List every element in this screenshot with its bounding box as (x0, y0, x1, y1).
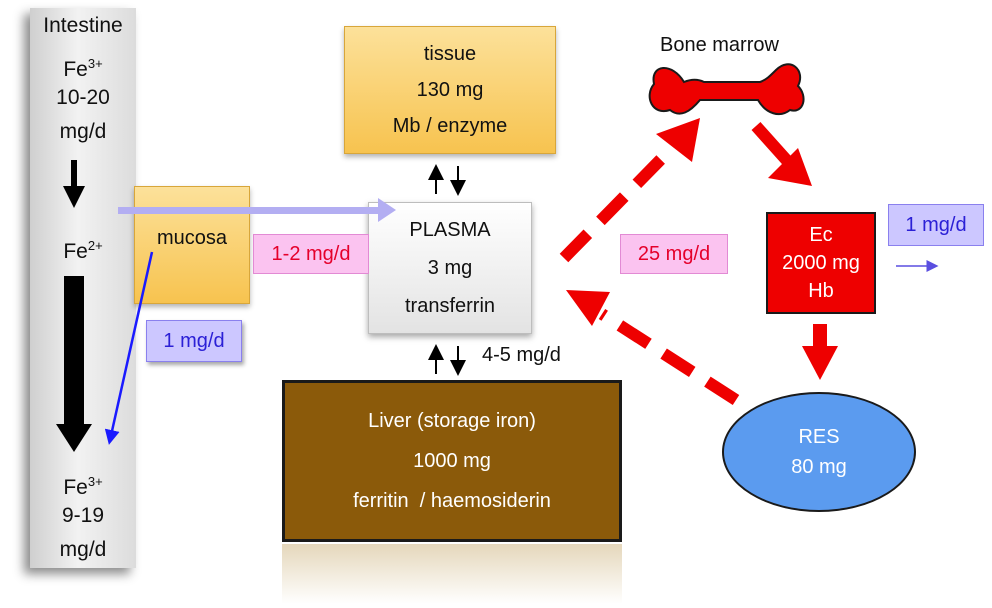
marrow-to-ec-arrow (751, 121, 812, 186)
plasma-amount: 3 mg (427, 257, 473, 279)
intestine-top-iron: Fe3+ (63, 56, 103, 81)
plasma-box: PLASMA 3 mg transferrin (368, 202, 532, 334)
ec-carrier: Hb (808, 280, 834, 302)
liver-amount: 1000 mg (413, 450, 491, 472)
liver-box: Liver (storage iron) 1000 mg ferritin / … (282, 380, 622, 542)
ec-title: Ec (809, 224, 833, 246)
res-amount: 80 mg (791, 456, 847, 478)
ec-to-res-arrow (802, 324, 838, 380)
marrow-rate-tag: 25 mg/d (620, 234, 728, 274)
ec-amount: 2000 mg (782, 252, 860, 274)
intestine-bottom-iron: Fe3+ (63, 474, 103, 499)
liver-exchange-rate: 4-5 mg/d (482, 344, 561, 366)
intestine-column: Intestine Fe3+ 10-20 mg/d Fe2+ Fe3+ 9-19… (30, 8, 136, 568)
intestine-arrow-lower (56, 276, 92, 452)
intestine-mid-iron: Fe2+ (63, 238, 103, 263)
res-ellipse: RES 80 mg (722, 392, 916, 512)
plasma-to-marrow-arrow (559, 118, 700, 263)
plasma-liver-arrows (428, 344, 466, 376)
mucosa-box: mucosa (134, 186, 250, 304)
intestine-bottom-rate: 9-19 (61, 504, 105, 527)
erythrocyte-box: Ec 2000 mg Hb (766, 212, 876, 314)
liver-reflection (282, 544, 622, 604)
bone-marrow-label: Bone marrow (660, 34, 779, 56)
tissue-plasma-arrows (428, 164, 466, 196)
mucosa-shedding-arrow (104, 251, 154, 445)
plasma-title: PLASMA (409, 219, 491, 241)
tissue-title: tissue (423, 43, 477, 65)
intestine-title: Intestine (43, 14, 123, 37)
tissue-content: Mb / enzyme (392, 115, 508, 137)
mucosa-label: mucosa (156, 226, 228, 249)
intestine-top-rate-unit: mg/d (59, 120, 107, 143)
res-title: RES (798, 426, 840, 448)
tissue-box: tissue 130 mg Mb / enzyme (344, 26, 556, 154)
res-to-plasma-arrow (566, 290, 740, 406)
bone-marrow-icon (648, 63, 805, 116)
plasma-carrier: transferrin (404, 295, 496, 317)
absorption-rate-tag: 1-2 mg/d (253, 234, 369, 274)
liver-title: Liver (storage iron) (368, 410, 536, 432)
tissue-amount: 130 mg (416, 79, 484, 101)
ec-loss-tag: 1 mg/d (888, 204, 984, 246)
absorption-arrow (118, 198, 396, 222)
liver-storage-form: ferritin / haemosiderin (353, 490, 551, 512)
mucosa-loss-tag: 1 mg/d (146, 320, 242, 362)
intestine-top-rate: 10-20 (56, 86, 110, 109)
intestine-bottom-rate-unit: mg/d (59, 538, 107, 561)
intestine-arrow-upper (63, 160, 85, 208)
